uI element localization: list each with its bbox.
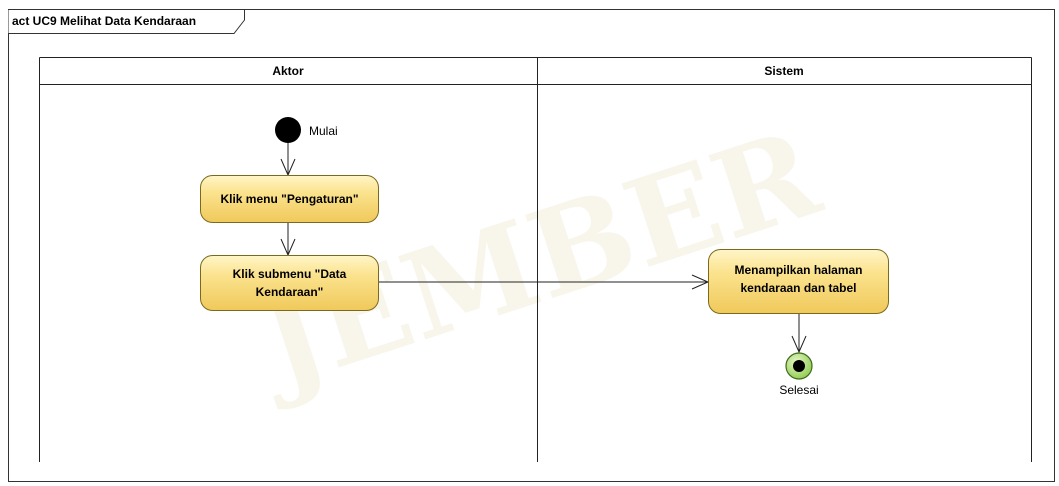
- action-menampilkan-halaman-kendaraan: Menampilkan halaman kendaraan dan tabel: [708, 249, 889, 314]
- end-node-label: Selesai: [779, 383, 818, 397]
- lane-header-sistem: Sistem: [764, 64, 803, 78]
- action-label-line-2: kendaraan dan tabel: [740, 281, 856, 295]
- action-label-line-1: Menampilkan halaman: [734, 263, 862, 277]
- action-klik-menu-pengaturan: Klik menu "Pengaturan": [200, 175, 379, 223]
- end-node: [785, 352, 813, 380]
- diagram-frame: [8, 9, 1055, 482]
- frame-title-tab: [8, 9, 245, 34]
- action-label-line-2: Kendaraan": [256, 285, 324, 299]
- start-node-label: Mulai: [309, 124, 338, 138]
- action-label: Klik menu "Pengaturan": [220, 192, 358, 206]
- lane-header-aktor: Aktor: [272, 64, 304, 78]
- action-label-line-1: Klik submenu "Data: [233, 267, 347, 281]
- control-flows: [280, 143, 807, 354]
- swimlanes: Aktor Sistem: [39, 57, 1032, 462]
- action-klik-submenu-data-kendaraan: Klik submenu "Data Kendaraan": [200, 255, 379, 311]
- frame-title: act UC9 Melihat Data Kendaraan: [12, 14, 196, 28]
- start-node: [275, 117, 301, 143]
